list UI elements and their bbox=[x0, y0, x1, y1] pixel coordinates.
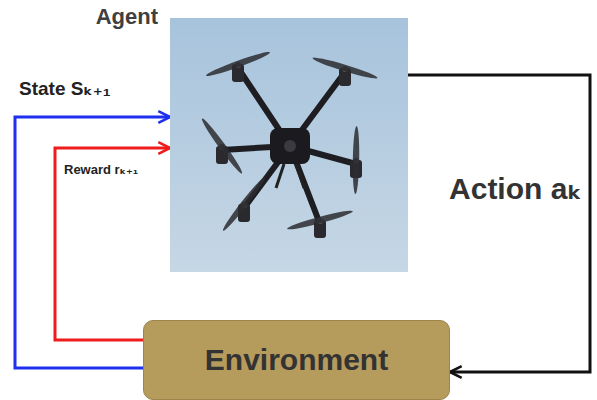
agent-image-box: Agent bbox=[170, 18, 408, 272]
environment-label: Environment bbox=[205, 343, 388, 377]
sky-background bbox=[170, 18, 408, 272]
environment-box: Environment bbox=[143, 320, 450, 400]
agent-heading: Agent bbox=[96, 4, 158, 30]
hexacopter bbox=[199, 49, 378, 238]
edge-label: Reward rₖ₊₁ bbox=[64, 162, 138, 177]
connector-arrow bbox=[55, 148, 170, 340]
drone-illustration bbox=[170, 18, 408, 272]
edge-label: Action aₖ bbox=[449, 171, 582, 206]
edge-label: State Sₖ₊₁ bbox=[19, 77, 111, 100]
